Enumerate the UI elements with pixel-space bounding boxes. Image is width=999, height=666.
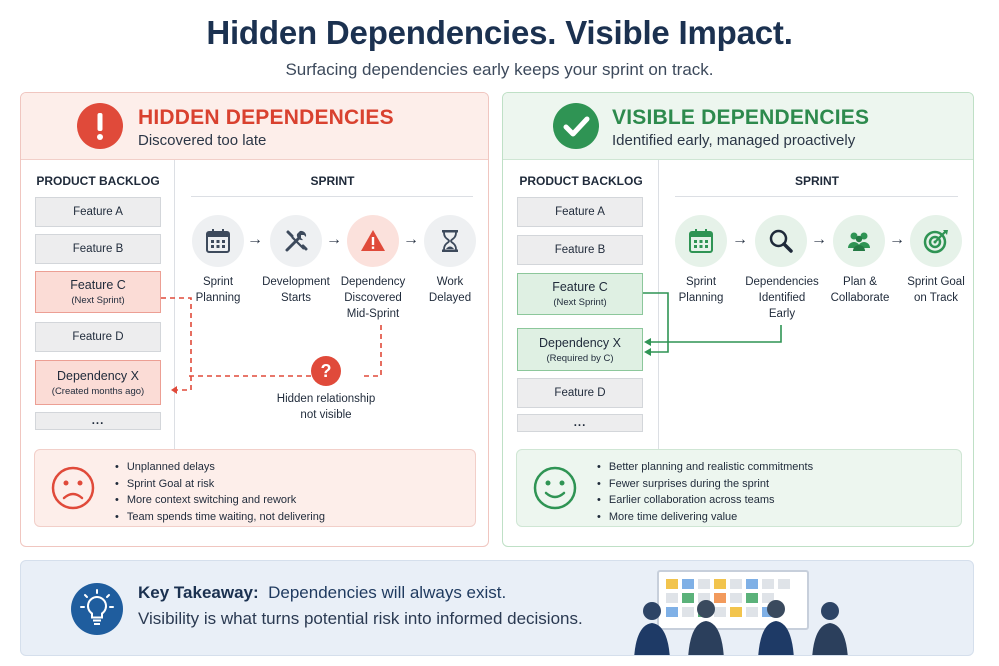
backlog-item-feature-c[interactable]: Feature C (Next Sprint) <box>517 273 643 315</box>
takeaway-text-1: Dependencies will always exist. <box>268 583 507 602</box>
backlog-item-label: Feature C <box>552 280 608 294</box>
backlog-item-label: Feature D <box>72 331 124 343</box>
hidden-panel-title: HIDDEN DEPENDENCIES <box>138 106 394 129</box>
takeaway-line-2: Visibility is what turns potential risk … <box>138 609 583 628</box>
checkmark-icon <box>553 103 599 149</box>
backlog-more[interactable]: ... <box>517 414 643 432</box>
hidden-dependencies-panel: HIDDEN DEPENDENCIES Discovered too late … <box>20 92 489 547</box>
outcome-item: More time delivering value <box>597 509 813 526</box>
column-divider <box>174 160 175 450</box>
calendar-icon <box>192 215 244 267</box>
backlog-item-note: (Next Sprint) <box>71 295 125 306</box>
backlog-item-dependency-x[interactable]: Dependency X (Required by C) <box>517 328 643 371</box>
outcome-item: Unplanned delays <box>115 459 325 476</box>
outcome-item: Sprint Goal at risk <box>115 476 325 493</box>
backlog-more-label: ... <box>91 415 105 427</box>
backlog-item[interactable]: Feature B <box>517 235 643 265</box>
arrow-right-icon: → <box>889 231 905 248</box>
question-icon: ? <box>311 356 341 386</box>
backlog-item-label: Feature B <box>554 244 606 256</box>
backlog-item-label: Dependency X <box>56 368 139 383</box>
target-icon <box>910 215 962 267</box>
backlog-item-label: Feature A <box>73 206 123 218</box>
backlog-item-label: Feature B <box>72 243 124 255</box>
product-backlog-label: PRODUCT BACKLOG <box>36 174 160 188</box>
warning-icon <box>347 215 399 267</box>
sprint-rule <box>675 196 958 197</box>
backlog-item-note: (Required by C) <box>546 352 614 364</box>
outcome-item: Team spends time waiting, not delivering <box>115 509 325 526</box>
visible-panel-subtitle: Identified early, managed proactively <box>612 132 856 149</box>
backlog-item-label: Feature D <box>554 387 606 399</box>
backlog-more[interactable]: ... <box>35 412 161 430</box>
backlog-item[interactable]: Feature A <box>35 197 161 227</box>
arrow-right-icon: → <box>247 231 263 248</box>
sprint-rule <box>191 196 473 197</box>
sprint-label: SPRINT <box>794 174 839 188</box>
page-subtitle: Surfacing dependencies early keeps your … <box>285 60 714 79</box>
people-icon <box>833 215 885 267</box>
backlog-item-note: (Created months ago) <box>51 385 145 397</box>
visible-outcomes-box: Better planning and realistic commitment… <box>516 449 962 527</box>
smile-face-icon <box>533 466 577 510</box>
sad-face-icon <box>51 466 95 510</box>
column-divider <box>658 160 659 450</box>
hidden-outcomes-list: Unplanned delays Sprint Goal at risk Mor… <box>115 459 325 525</box>
hidden-panel-subtitle: Discovered too late <box>138 132 267 149</box>
tools-icon <box>270 215 322 267</box>
visible-connector-lines <box>643 292 782 356</box>
magnifier-icon <box>755 215 807 267</box>
sprint-label: SPRINT <box>310 174 355 188</box>
team-at-board-illustration <box>634 570 848 655</box>
backlog-more-label: ... <box>573 417 587 429</box>
visible-panel-header: VISIBLE DEPENDENCIES Identified early, m… <box>503 93 973 160</box>
backlog-item-feature-c[interactable]: Feature C (Next Sprint) <box>35 271 161 313</box>
backlog-item-note: (Next Sprint) <box>553 297 607 308</box>
outcome-item: Better planning and realistic commitment… <box>597 459 813 476</box>
exclamation-icon <box>77 103 123 149</box>
visible-dependencies-panel: VISIBLE DEPENDENCIES Identified early, m… <box>502 92 974 547</box>
step-label-plan-collaborate: Plan &Collaborate <box>830 276 890 304</box>
backlog-item[interactable]: Feature D <box>517 378 643 408</box>
backlog-item[interactable]: Feature D <box>35 322 161 352</box>
outcome-item: Earlier collaboration across teams <box>597 492 813 509</box>
arrow-right-icon: → <box>403 231 419 248</box>
backlog-item-label: Feature A <box>555 206 605 218</box>
visible-outcomes-list: Better planning and realistic commitment… <box>597 459 813 525</box>
product-backlog-label: PRODUCT BACKLOG <box>519 174 643 188</box>
arrow-right-icon: → <box>732 231 748 248</box>
lightbulb-icon <box>71 583 123 635</box>
backlog-item-label: Dependency X <box>538 335 621 350</box>
hidden-outcomes-box: Unplanned delays Sprint Goal at risk Mor… <box>34 449 476 527</box>
arrow-right-icon: → <box>811 231 827 248</box>
backlog-item[interactable]: Feature B <box>35 234 161 264</box>
page-title: Hidden Dependencies. Visible Impact. <box>206 14 793 51</box>
backlog-item-dependency-x[interactable]: Dependency X (Created months ago) <box>35 360 161 405</box>
hidden-connector-lines <box>161 297 382 394</box>
backlog-item[interactable]: Feature A <box>517 197 643 227</box>
visible-panel-title: VISIBLE DEPENDENCIES <box>612 106 870 129</box>
hidden-panel-header: HIDDEN DEPENDENCIES Discovered too late <box>21 93 488 160</box>
takeaway-line-1: Key Takeaway: Dependencies will always e… <box>138 583 506 603</box>
arrow-right-icon: → <box>326 231 342 248</box>
backlog-item-label: Feature C <box>70 278 126 292</box>
hourglass-icon <box>424 215 476 267</box>
outcome-item: More context switching and rework <box>115 492 325 509</box>
key-takeaway-banner: Key Takeaway: Dependencies will always e… <box>20 560 974 656</box>
outcome-item: Fewer surprises during the sprint <box>597 476 813 493</box>
calendar-icon <box>675 215 727 267</box>
takeaway-label: Key Takeaway: <box>138 583 259 602</box>
